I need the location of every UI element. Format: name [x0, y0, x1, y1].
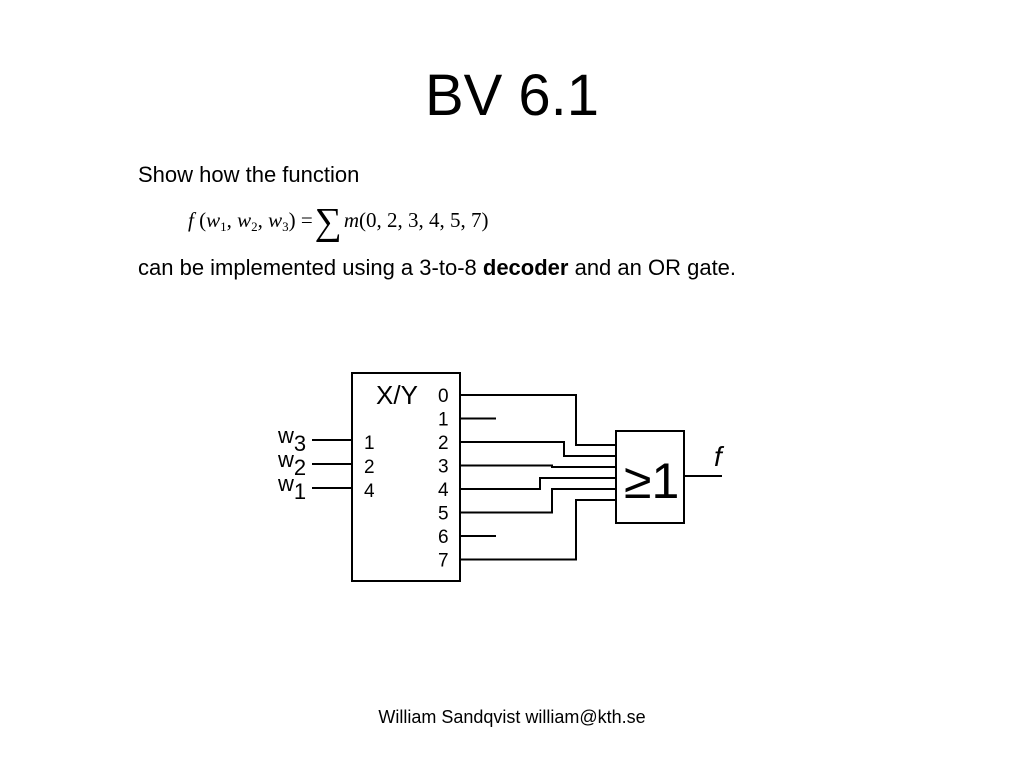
decoder-keyword: decoder [482, 255, 569, 280]
formula-w2: w [237, 208, 252, 232]
formula-f: f [188, 208, 194, 232]
decoder-output-label-1: 1 [438, 410, 449, 431]
formula-comma1: , [226, 208, 238, 232]
input-weight-4: 4 [364, 481, 375, 502]
decoder-output-label-3: 3 [438, 457, 449, 478]
or-gate-wires [460, 394, 616, 561]
input-weight-2: 2 [364, 457, 375, 478]
formula-sigma: ∑ [314, 201, 342, 243]
decoder-output-label-5: 5 [438, 504, 449, 525]
decoder-output-label-4: 4 [438, 480, 449, 501]
formula-comma2: , [257, 208, 269, 232]
formula-m: m [343, 208, 359, 232]
formula-sub1: 1 [220, 219, 227, 234]
wire-output-4 [460, 477, 616, 490]
outro-text: can be implemented using a 3-to-8 decode… [138, 254, 736, 282]
input-weight-1: 1 [364, 433, 375, 454]
slide-title: BV 6.1 [424, 63, 600, 128]
formula-w3: w [268, 208, 283, 232]
intro-text: Show how the function [138, 162, 360, 187]
input-subscript: 3 [294, 431, 306, 456]
formula-w1: w [206, 208, 221, 232]
decoder-block [351, 372, 461, 582]
input-var: w [277, 423, 294, 448]
wire-output-0 [460, 394, 616, 446]
output-f-label: f [714, 441, 725, 472]
formula-sub3: 3 [282, 219, 289, 234]
input-var: w [277, 447, 294, 472]
formula-sub2: 2 [251, 219, 258, 234]
decoder-output-label-2: 2 [438, 433, 449, 454]
formula-minterms: (0, 2, 3, 4, 5, 7) [359, 208, 489, 232]
outro-after: and an OR gate. [568, 255, 737, 280]
decoder-output-label-7: 7 [438, 551, 449, 572]
input-label-w2: w2 [277, 447, 306, 480]
or-gate-block [615, 430, 685, 524]
wire-output-3 [460, 464, 616, 468]
function-formula: f (w1, w2, w3) =∑m(0, 2, 3, 4, 5, 7) [188, 203, 489, 241]
input-label-w3: w3 [277, 423, 306, 456]
or-gate-label: ≥1 [624, 453, 679, 509]
input-subscript: 1 [294, 479, 306, 504]
formula-open: ( [193, 208, 207, 232]
outro-before: can be implemented using a 3-to-8 [138, 255, 483, 280]
decoder-label: X/Y [376, 380, 418, 410]
wire-output-7 [460, 499, 616, 561]
decoder-output-label-6: 6 [438, 527, 449, 548]
input-var: w [277, 471, 294, 496]
wire-output-5 [460, 488, 616, 514]
input-label-w1: w1 [277, 471, 306, 504]
input-subscript: 2 [294, 455, 306, 480]
footer-author: William Sandqvist william@kth.se [378, 707, 646, 727]
decoder-outputs: 0 12 34 56 7 [438, 386, 496, 572]
wire-output-2 [460, 441, 616, 457]
formula-close-eq: ) = [288, 208, 313, 232]
decoder-output-label-0: 0 [438, 386, 449, 407]
